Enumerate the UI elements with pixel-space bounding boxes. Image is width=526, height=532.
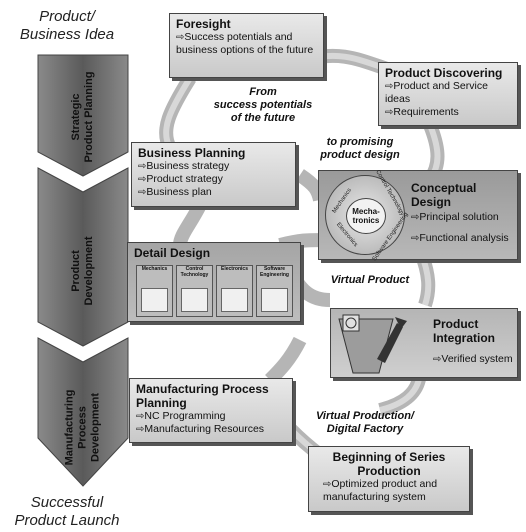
series-production-box: Beginning of Series Production Optimized… [308,446,470,512]
foresight-box: Foresight Success potentials and busines… [169,13,324,78]
flow-label-virtual-product: Virtual Product [330,274,410,286]
detail-sub-software: Software Engineering [256,265,293,317]
product-discovering-item: Requirements [385,106,511,119]
series-production-item: Optimized product and manufacturing syst… [323,478,461,504]
phase-manufacturing-development: Manufacturing Process Development [63,389,102,466]
detail-sub-electronics: Electronics [216,265,253,317]
detail-design-title: Detail Design [134,246,211,260]
flow-label-virtual-production: Virtual Production/ Digital Factory [316,410,414,435]
manufacturing-planning-item: Manufacturing Resources [136,423,286,436]
phase-strategic-planning: Strategic Product Planning [70,71,95,163]
conceptual-design-item: Principal solution [411,207,509,228]
product-integration-item: Verified system [433,353,512,366]
business-planning-title: Business Planning [138,146,246,160]
manufacturing-planning-box: Manufacturing Process Planning NC Progra… [129,378,293,443]
manufacturing-planning-title: Manufacturing Process Planning [136,382,269,410]
foresight-item: Success potentials and business options … [176,31,317,57]
product-integration-title: Product Integration [433,317,495,345]
business-planning-box: Business Planning Business strategy Prod… [131,142,296,207]
mechatronics-label: Mecha- tronics [352,207,380,225]
business-planning-item: Business plan [138,186,289,199]
phase-product-development: Product Development [70,236,95,306]
flow-label-promising-design: to promising product design [320,136,400,161]
foresight-title: Foresight [176,17,231,31]
series-production-title: Beginning of Series Production [332,450,446,478]
mechatronics-ring: Mecha- tronics Mechanics Control Technol… [325,169,410,262]
conceptual-design-item: Functional analysis [411,228,508,249]
manufacturing-planning-item: NC Programming [136,410,286,423]
flow-label-success-potentials: From success potentials of the future [213,86,313,124]
product-integration-box: Product Integration Verified system [330,308,518,378]
product-discovering-item: Product and Service ideas [385,80,511,106]
phase-arrow [37,54,129,487]
conceptual-design-title: Conceptual Design [411,181,477,209]
detail-sub-mechanics: Mechanics [136,265,173,317]
top-label: Product/ Business Idea [19,8,115,43]
detail-sub-control: Control Technology [176,265,213,317]
business-planning-item: Product strategy [138,173,289,186]
product-discovering-box: Product Discovering Product and Service … [378,62,518,126]
product-discovering-title: Product Discovering [385,66,503,80]
integration-illustration [338,314,407,374]
detail-design-box: Detail Design Mechanics Control Technolo… [127,242,301,322]
bottom-label: Successful Product Launch [14,494,120,529]
conceptual-design-box: Mecha- tronics Mechanics Control Technol… [318,169,518,262]
business-planning-item: Business strategy [138,160,289,173]
mechatronics-center: Mecha- tronics [346,198,386,234]
